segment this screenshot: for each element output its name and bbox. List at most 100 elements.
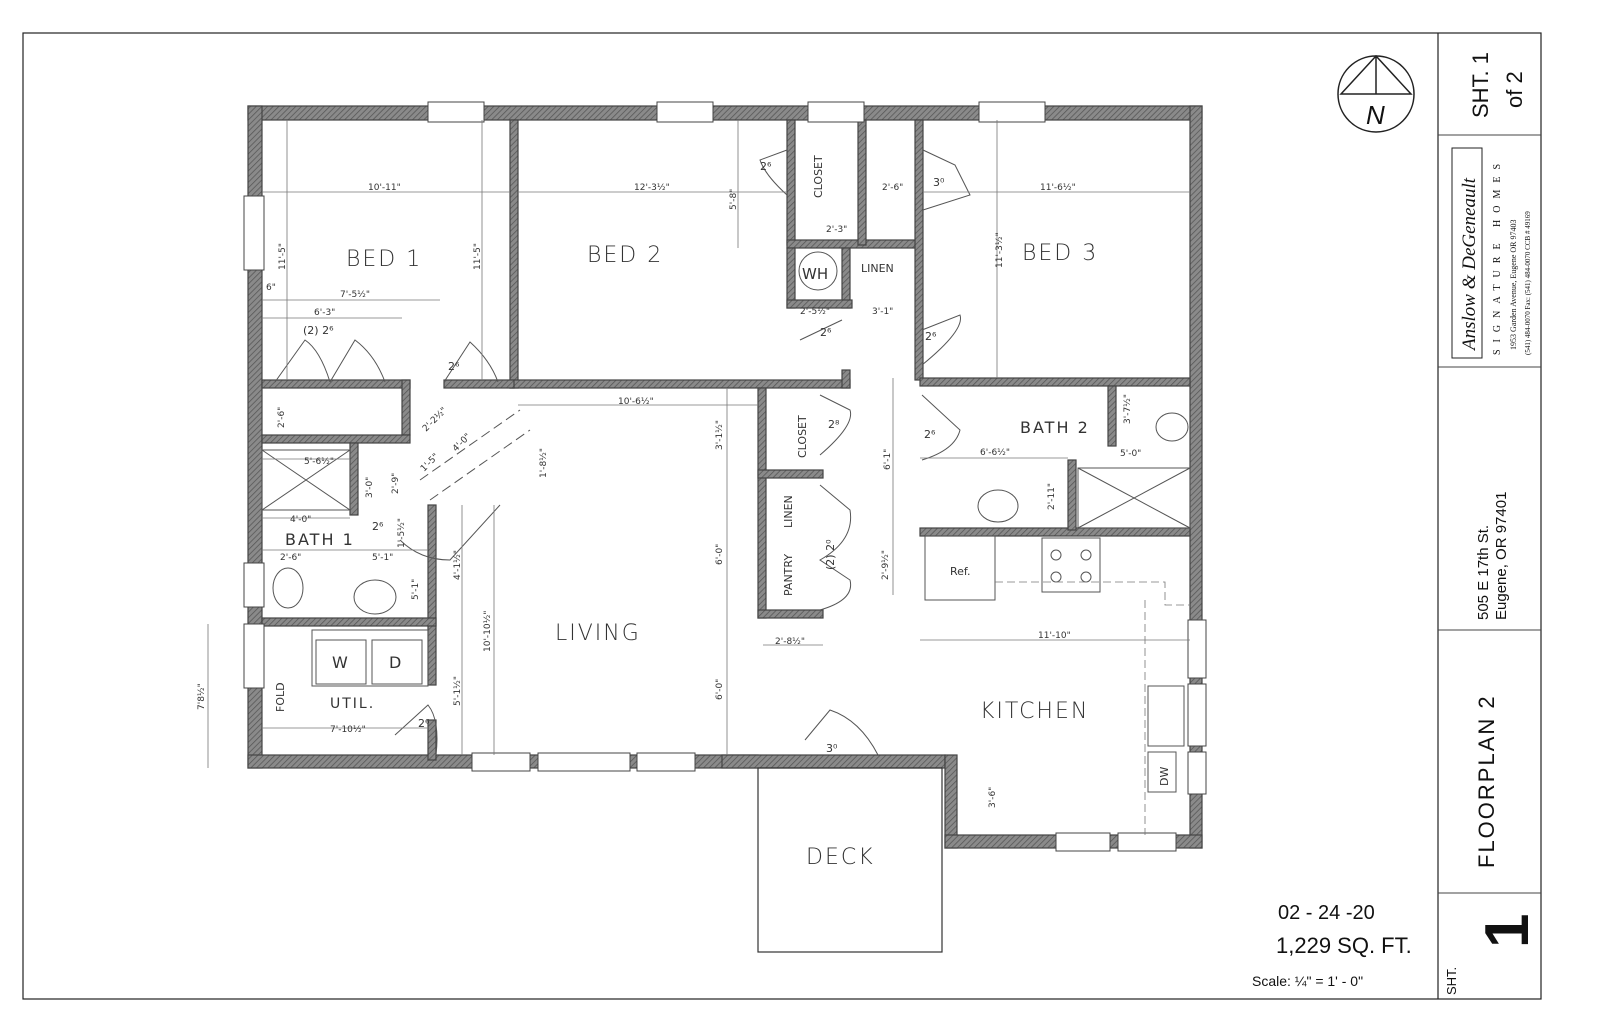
project-address-line2: Eugene, OR 97401 — [1493, 492, 1510, 620]
dimension-label: 6'-3" — [314, 308, 335, 318]
dimension-label: 5'-6½" — [304, 457, 334, 467]
room-label-bed2: BED 2 — [587, 243, 663, 268]
dimension-label: 2'-2½" — [421, 406, 449, 434]
sheet-label: SHT. 1 — [1468, 52, 1493, 118]
fixtures — [261, 251, 1191, 835]
door-label: 2⁶ — [372, 520, 384, 533]
dimension-label: 2'-5½" — [800, 307, 830, 317]
door-label: 2⁶ — [760, 160, 772, 173]
dimension-label: 2'-3" — [826, 225, 847, 235]
room-label-bath1: BATH 1 — [285, 530, 355, 549]
dimension-label: 6'-0" — [715, 679, 725, 700]
room-label-util: UTIL. — [330, 696, 375, 712]
door-label: 3⁰ — [826, 742, 838, 755]
room-label-pantry: PANTRY — [782, 554, 795, 596]
door-label: 2⁶ — [418, 717, 430, 730]
dimension-label: 3'-1½" — [715, 420, 725, 450]
sink-icon — [353, 579, 397, 615]
dimension-label: 2'-9" — [391, 473, 401, 494]
sheet-number-label: SHT. — [1444, 967, 1459, 995]
dimension-lines — [207, 120, 1190, 768]
dimension-label: 1'-8½" — [539, 448, 549, 478]
room-label-closet-hall: CLOSET — [796, 415, 809, 458]
dimension-label: 6'-1" — [883, 449, 893, 470]
dimension-label: 6'-0" — [715, 544, 725, 565]
label-dishwasher: DW — [1158, 767, 1171, 786]
dimension-label: 5'-0" — [1120, 449, 1141, 459]
room-label-linen-hall: LINEN — [782, 495, 795, 528]
square-footage: 1,229 SQ. FT. — [1276, 933, 1412, 958]
north-arrow-icon: N — [1337, 54, 1415, 133]
dimension-label: 3'-1" — [872, 307, 893, 317]
water-heater-icon — [798, 251, 838, 291]
windows — [243, 101, 1207, 852]
door-label: (2) 2⁰ — [824, 539, 837, 570]
plan-name: FLOORPLAN 2 — [1474, 694, 1499, 868]
dimension-label: 3'-6" — [988, 787, 998, 808]
dimension-label: 6'-6½" — [980, 448, 1010, 458]
dimension-label: 6" — [266, 283, 276, 293]
dimension-label: 12'-3½" — [634, 183, 670, 193]
dimension-label: 4'-1½" — [453, 550, 463, 580]
room-label-closet-bed2: CLOSET — [812, 155, 825, 198]
toilet-icon — [1155, 412, 1189, 442]
dimension-label: 2'-8½" — [775, 637, 805, 647]
kitchen-sink-icon — [1147, 685, 1185, 747]
room-label-kitchen: KITCHEN — [980, 699, 1089, 724]
dimension-label: 10'-6½" — [618, 397, 654, 407]
room-label-bath2: BATH 2 — [1020, 418, 1090, 437]
dimension-label: 10'-10½" — [483, 611, 493, 653]
company-tagline: SIGNATURE HOMES — [1492, 157, 1503, 355]
dimension-label: 3'-0" — [365, 477, 375, 498]
door-label: 2⁶ — [820, 326, 832, 339]
company-contact: (541) 484-0070 Fax: (541) 484-0070 CCB #… — [1524, 211, 1532, 355]
toilet-icon — [272, 567, 304, 609]
dimension-label: 11'-5" — [278, 243, 288, 270]
dimension-label: 7'-10½" — [330, 725, 366, 735]
sheet-border — [22, 32, 1542, 1000]
company-logo-text: Anslow & DeGeneault — [1459, 177, 1480, 352]
dimension-labels: 10'-11" 11'-5" 11'-5" 7'-5½" 6'-3" 6" 2'… — [197, 183, 1141, 808]
dimension-label: 2'-9½" — [881, 550, 891, 580]
label-water-heater: WH — [802, 265, 828, 283]
door-label: 2⁶ — [924, 428, 936, 441]
range-icon — [1041, 537, 1101, 593]
dimension-label: 11'-6½" — [1040, 183, 1076, 193]
dimension-label: 11'-3½" — [995, 232, 1005, 268]
room-label-deck: DECK — [806, 845, 875, 870]
refrigerator — [924, 535, 996, 601]
sink-icon — [977, 489, 1019, 523]
dimension-label: 5'-1" — [411, 579, 421, 600]
door-label: 2⁸ — [828, 418, 840, 431]
label-washer: W — [332, 653, 350, 672]
room-label-linen: LINEN — [861, 262, 894, 275]
dimension-label: 1'-5½" — [397, 518, 407, 548]
room-label-bed3: BED 3 — [1022, 241, 1098, 266]
label-dryer: D — [389, 653, 403, 672]
washer — [315, 639, 367, 685]
door-label: 3⁰ — [933, 176, 945, 189]
dimension-label: 11'-10" — [1038, 631, 1071, 641]
door-label: 2⁶ — [448, 360, 460, 373]
dishwasher — [1147, 751, 1177, 793]
dimension-label: 4'-0" — [290, 515, 311, 525]
dimension-label: 5'-8" — [729, 189, 739, 210]
door-label: (2) 2⁶ — [303, 324, 334, 337]
north-label: N — [1366, 100, 1385, 130]
dimension-label: 2'-6" — [280, 553, 301, 563]
room-label-bed1: BED 1 — [346, 247, 422, 272]
dimension-label: 2'-11" — [1047, 483, 1057, 510]
dryer — [371, 639, 423, 685]
label-refrigerator: Ref. — [950, 565, 971, 578]
sheet-of: of 2 — [1502, 71, 1527, 108]
plan-date: 02 - 24 -20 — [1278, 902, 1375, 924]
dimension-label: 2'-6" — [882, 183, 903, 193]
dimension-label: 3'-7½" — [1123, 394, 1133, 424]
dimension-label: 10'-11" — [368, 183, 401, 193]
dimension-label: 1'-5" — [419, 452, 441, 474]
door-label: 2⁶ — [925, 330, 937, 343]
deck-outline — [757, 767, 943, 953]
dimension-label: 5'-1" — [372, 553, 393, 563]
label-fold: FOLD — [274, 682, 287, 712]
